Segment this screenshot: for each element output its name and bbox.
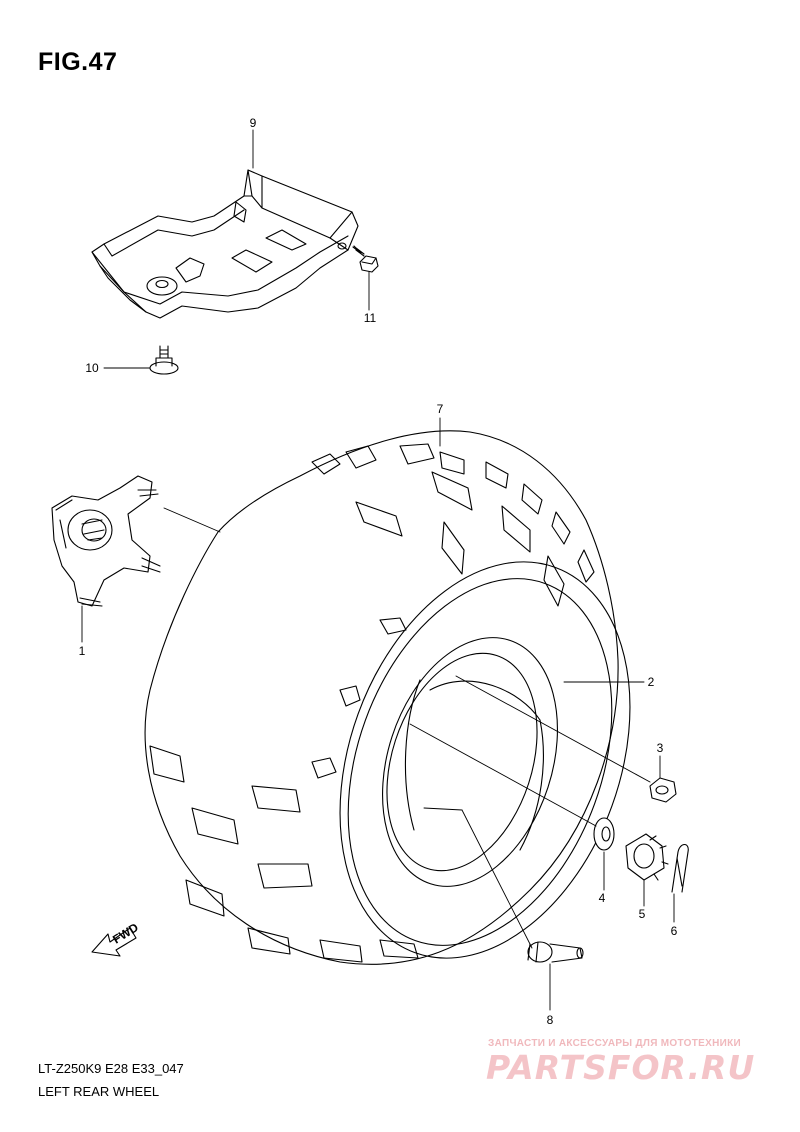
callout-2: 2: [648, 675, 655, 689]
callout-3: 3: [657, 741, 664, 755]
callout-5: 5: [639, 907, 646, 921]
callout-11: 11: [364, 311, 377, 325]
tire-part: [144, 430, 631, 965]
figure-code: LT-Z250K9 E28 E33_047: [38, 1061, 184, 1076]
skid-plate-part: [91, 169, 359, 319]
leader-lines: [81, 129, 675, 1011]
valve-stem-part-8: [527, 941, 584, 963]
watermark-logo: PARTSFOR.RU: [486, 1048, 756, 1087]
callout-9: 9: [250, 116, 257, 130]
bolt-part-11: [352, 245, 379, 273]
washer-part-4: [593, 817, 615, 851]
figure-title: FIG.47: [38, 48, 118, 76]
callout-1: 1: [79, 644, 86, 658]
cotter-pin-part-6: [671, 843, 689, 893]
nut-part-3: [649, 777, 677, 803]
forward-arrow-icon: [91, 927, 137, 957]
figure-caption: LEFT REAR WHEEL: [38, 1084, 160, 1099]
watermark-subtitle: ЗАПЧАСТИ И АКСЕССУАРЫ ДЛЯ МОТОТЕХНИКИ: [488, 1038, 741, 1049]
bolt-part-10: [149, 345, 179, 375]
wheel-hub-part: [51, 475, 161, 607]
callout-10: 10: [85, 361, 99, 375]
castle-nut-part-5: [625, 833, 669, 881]
callout-7: 7: [437, 402, 444, 416]
callout-8: 8: [547, 1013, 554, 1027]
callout-4: 4: [599, 891, 606, 905]
callout-6: 6: [671, 924, 678, 938]
